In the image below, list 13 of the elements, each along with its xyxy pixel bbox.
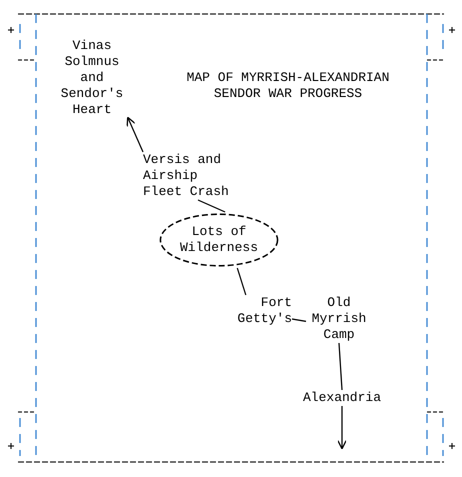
place-label: Alexandria: [294, 390, 390, 406]
route-line: [338, 342, 343, 390]
route-line: [198, 199, 226, 213]
route-line: [236, 268, 246, 296]
route-line: [292, 318, 306, 322]
wilderness-cloud: Lots of Wilderness: [158, 212, 280, 268]
route-line: [126, 116, 144, 152]
place-label: Old Myrrish Camp: [306, 295, 372, 343]
route-line: [337, 406, 347, 450]
place-label: Fort Getty's: [226, 295, 292, 327]
map-title: MAP OF MYRRISH-ALEXANDRIAN SENDOR WAR PROGRESS: [186, 70, 390, 102]
place-label: Vinas Solmnus and Sendor's Heart: [56, 38, 128, 118]
place-label: Versis and Airship Fleet Crash: [143, 152, 243, 200]
